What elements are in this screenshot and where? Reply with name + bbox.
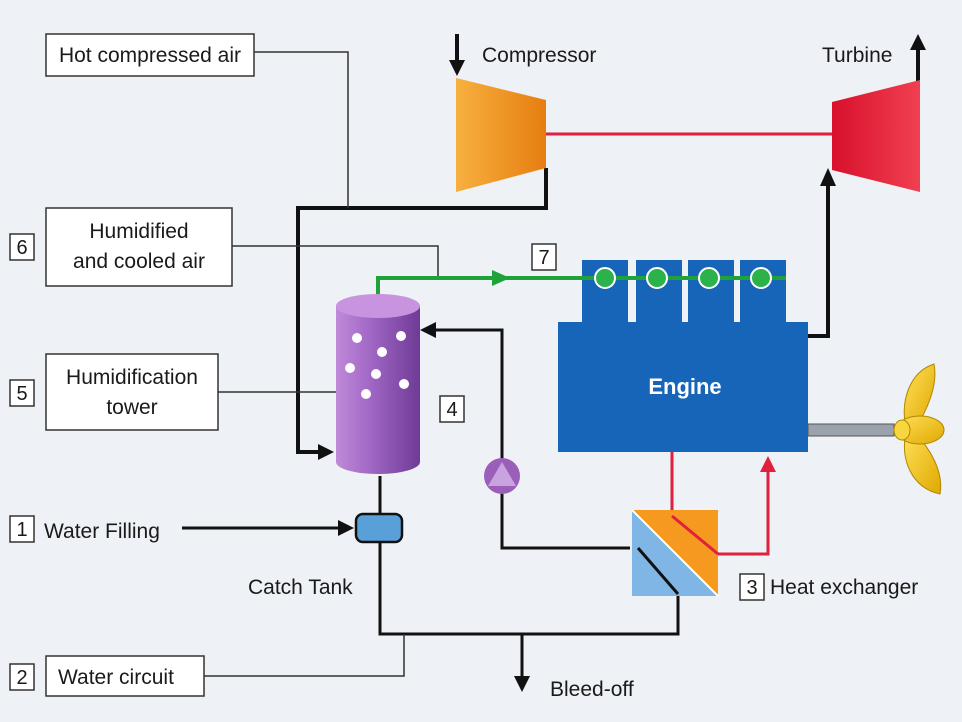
num-3: 3 <box>746 577 757 599</box>
leader-water-circuit <box>204 634 405 677</box>
pump-return-line <box>432 328 630 550</box>
humidified-box <box>45 207 233 287</box>
num-box-5 <box>9 379 35 407</box>
num-box-3 <box>739 573 765 601</box>
num-box-4 <box>439 395 465 423</box>
turbine-label: Turbine <box>822 44 892 67</box>
num-box-6 <box>9 233 35 261</box>
num-4: 4 <box>446 399 457 421</box>
num-7: 7 <box>538 247 549 269</box>
catch-tank <box>354 512 404 544</box>
water-circuit-label: Water circuit <box>58 666 174 689</box>
pump-return-arrowhead <box>420 322 436 338</box>
num-6: 6 <box>16 237 27 259</box>
propeller-shaft <box>807 423 895 437</box>
water-circuit-box <box>45 655 205 697</box>
propeller <box>893 363 945 495</box>
compressor-intake-arrowhead <box>449 60 465 76</box>
leader-humidified <box>232 245 439 276</box>
num-5: 5 <box>16 383 27 405</box>
hx-water-diagonal-overlay <box>636 547 680 595</box>
num-box-7 <box>531 243 557 271</box>
num-1: 1 <box>16 519 27 541</box>
leader-hot-air <box>254 51 349 208</box>
hx-to-engine-line <box>718 470 770 556</box>
compressor-shape <box>456 78 546 192</box>
tower-label-line1: Humidification <box>66 366 198 389</box>
tower-box <box>45 353 219 431</box>
bleed-off-arrowhead <box>514 676 530 692</box>
engine-label: Engine <box>648 374 721 399</box>
turbine-exhaust-arrowhead <box>910 34 926 50</box>
hx-to-engine-arrowhead <box>760 456 776 472</box>
num-2: 2 <box>16 667 27 689</box>
engine-exhaust-line <box>808 184 830 338</box>
hot-air-arrowhead <box>318 444 334 460</box>
heat-exchanger-label: Heat exchanger <box>770 576 918 599</box>
engine <box>558 260 808 452</box>
water-circuit-line <box>378 476 680 636</box>
humidified-label-line1: Humidified <box>89 220 188 243</box>
bleed-off-label: Bleed-off <box>550 678 634 701</box>
engine-exhaust-arrowhead <box>820 168 836 186</box>
pump <box>484 458 520 494</box>
humidified-air-arrowhead <box>492 270 510 286</box>
num-box-2 <box>9 663 35 691</box>
humidification-tower <box>336 294 420 474</box>
catch-tank-label: Catch Tank <box>248 576 353 599</box>
hot-air-line <box>296 168 548 454</box>
water-filling-arrowhead <box>338 520 354 536</box>
num-box-1 <box>9 515 35 543</box>
hot-air-label: Hot compressed air <box>59 44 241 67</box>
tower-label-line2: tower <box>106 396 157 419</box>
hx-red-diagonal-overlay <box>671 514 719 556</box>
turbine-shape <box>832 80 920 192</box>
compressor-label: Compressor <box>482 44 596 67</box>
hot-air-box <box>45 33 255 77</box>
water-filling-label: Water Filling <box>44 520 160 543</box>
humidified-label-line2: and cooled air <box>73 250 205 273</box>
heat-exchanger <box>631 509 719 597</box>
